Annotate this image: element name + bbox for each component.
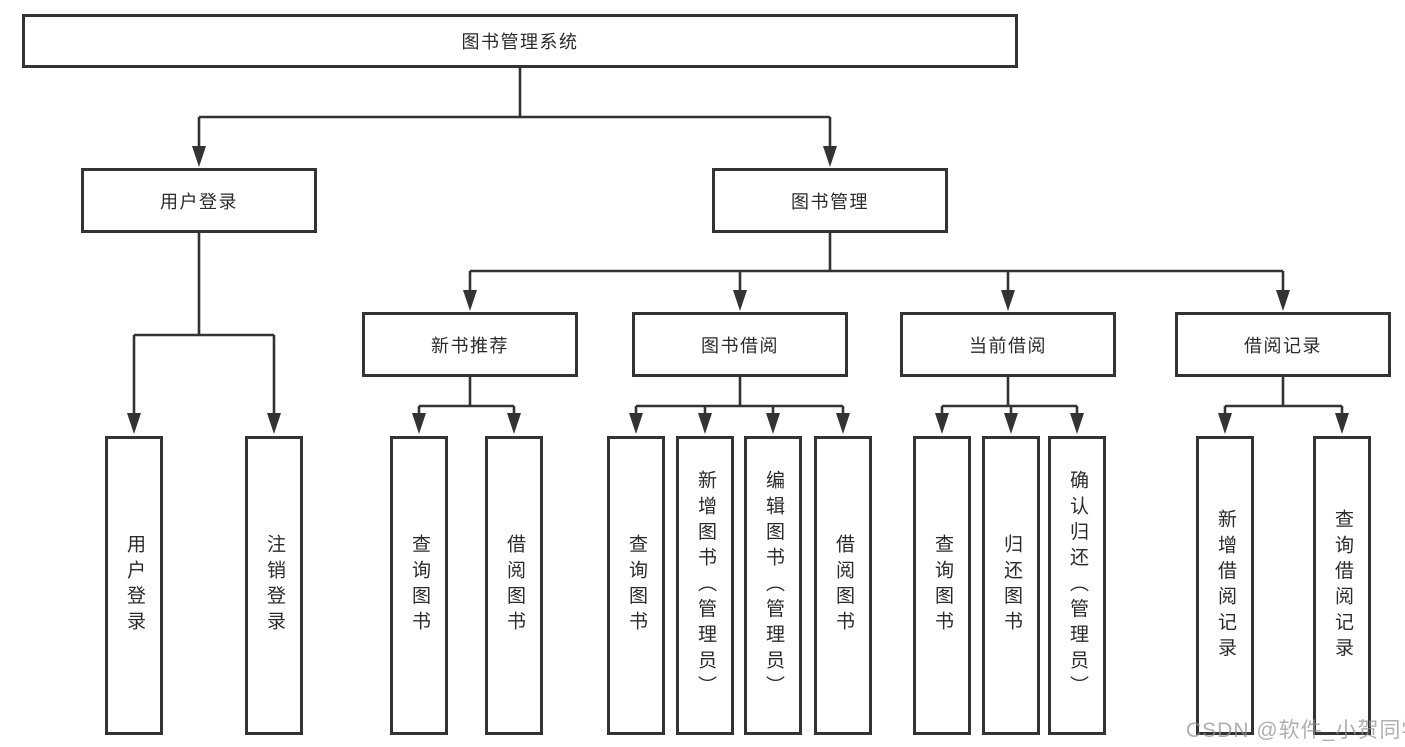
leaf-label: 查询借阅记录 (1331, 508, 1353, 663)
leaf-label: 用户登录 (123, 534, 145, 637)
node-book-management: 图书管理 (712, 168, 948, 233)
leaf-recommend-borrow-books: 借阅图书 (485, 436, 543, 735)
leaf-user-login: 用户登录 (105, 436, 163, 735)
node-borrowing-records: 借阅记录 (1175, 312, 1391, 377)
node-current-borrowing: 当前借阅 (900, 312, 1116, 377)
leaf-label: 新增借阅记录 (1214, 508, 1236, 663)
leaf-borrowing-query-books: 查询图书 (607, 436, 665, 735)
node-label: 图书管理 (791, 191, 869, 212)
leaf-borrowing-borrow-books: 借阅图书 (814, 436, 872, 735)
node-book-borrowing: 图书借阅 (632, 312, 848, 377)
leaf-return-books: 归还图书 (982, 436, 1040, 735)
leaf-label: 注销登录 (263, 534, 285, 637)
node-new-book-recommend: 新书推荐 (362, 312, 578, 377)
leaf-label: 确认归还（管理员） (1066, 470, 1088, 701)
leaf-label: 编辑图书（管理员） (762, 470, 784, 701)
leaf-label: 新增图书（管理员） (694, 470, 716, 701)
leaf-label: 借阅图书 (503, 534, 525, 637)
leaf-current-query-books: 查询图书 (913, 436, 971, 735)
leaf-label: 查询图书 (931, 534, 953, 637)
leaf-label: 借阅图书 (832, 534, 854, 637)
node-label: 当前借阅 (969, 335, 1047, 356)
leaf-edit-books-admin: 编辑图书（管理员） (744, 436, 802, 735)
leaf-label: 归还图书 (1000, 534, 1022, 637)
leaf-recommend-query-books: 查询图书 (390, 436, 448, 735)
leaf-confirm-return-admin: 确认归还（管理员） (1048, 436, 1106, 735)
node-label: 用户登录 (160, 191, 238, 212)
leaf-logout: 注销登录 (245, 436, 303, 735)
node-label: 借阅记录 (1244, 335, 1322, 356)
node-label: 新书推荐 (431, 335, 509, 356)
node-user-login: 用户登录 (81, 168, 317, 233)
leaf-label: 查询图书 (408, 534, 430, 637)
leaf-add-borrow-record: 新增借阅记录 (1196, 436, 1254, 735)
node-library-management-system: 图书管理系统 (22, 14, 1018, 68)
node-label: 图书管理系统 (461, 32, 579, 52)
leaf-add-books-admin: 新增图书（管理员） (676, 436, 734, 735)
leaf-label: 查询图书 (625, 534, 647, 637)
node-label: 图书借阅 (701, 335, 779, 356)
leaf-query-borrow-record: 查询借阅记录 (1313, 436, 1371, 735)
